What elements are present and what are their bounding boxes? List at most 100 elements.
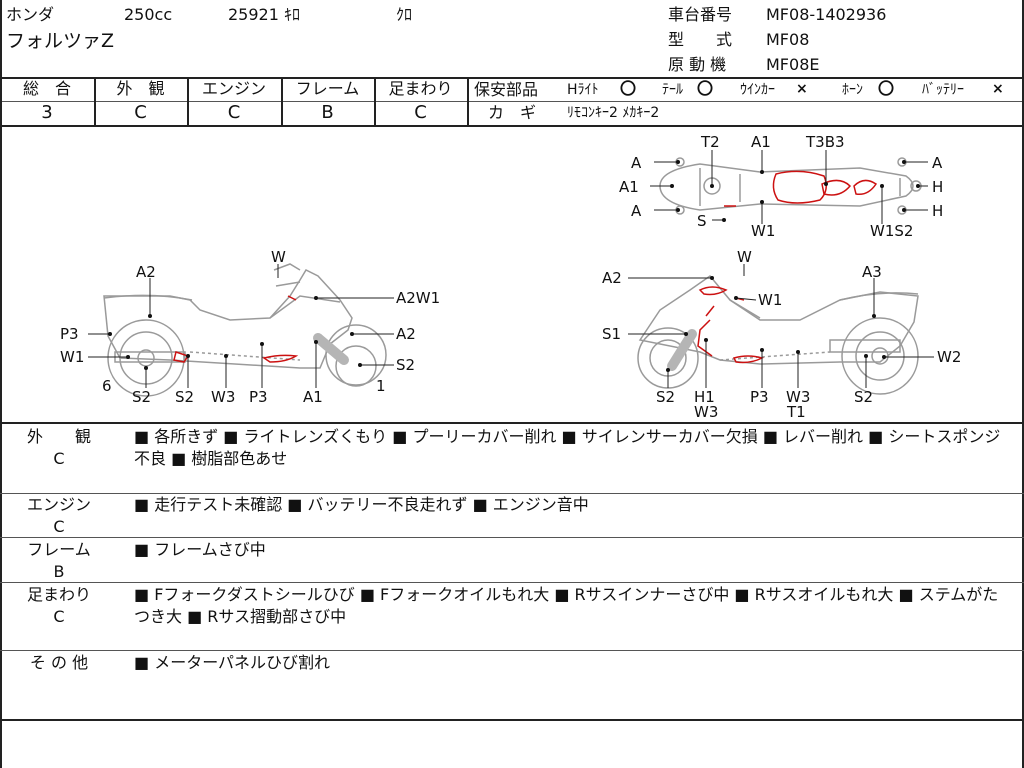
section-grade-suspension: C: [53, 607, 65, 626]
section-label-exterior: 外 観: [26, 427, 91, 446]
diagram-label: S2: [656, 388, 675, 406]
grade-header-exterior: 外 観: [116, 79, 165, 98]
grade-header-overall: 総 合: [22, 79, 71, 98]
section-grade-exterior: C: [53, 449, 65, 468]
diagram-label: A1: [303, 388, 323, 406]
section-grade-frame: B: [53, 562, 65, 581]
key-value: ﾘﾓｺﾝｷｰ2 ﾒｶｷｰ2: [567, 105, 660, 121]
section-text-suspension: ■ Fフォークダストシールひび ■ Fフォークオイルもれ大 ■ Rサスインナーさ…: [134, 585, 999, 626]
diagram-label: W1S2: [870, 222, 913, 240]
section-label-suspension: 足まわり: [26, 585, 91, 604]
grade-value-overall: 3: [41, 102, 53, 123]
color: ｸﾛ: [396, 5, 413, 24]
leader-dots: [108, 160, 920, 372]
diagram-label: S2: [175, 388, 194, 406]
damage-marks-right: [697, 286, 765, 364]
diagram-label: H: [932, 202, 943, 220]
diagram-label: W1: [60, 348, 84, 366]
divider: [467, 77, 469, 125]
divider: [0, 0, 2, 768]
safety-item-horn: ﾎｰﾝ: [842, 82, 863, 98]
diagram-label: T2: [700, 133, 720, 151]
diagram-label: T3B3: [805, 133, 845, 151]
divider: [0, 719, 1024, 721]
divider: [281, 77, 283, 125]
section-text-engine: ■ 走行テスト未確認 ■ バッテリー不良走れず ■ エンジン音中: [134, 495, 589, 514]
safety-mark-tail: 〇: [697, 79, 714, 98]
diagram-label: S1: [602, 325, 621, 343]
diagram-label: W: [737, 248, 752, 266]
diagram-label: W3: [211, 388, 235, 406]
safety-title: 保安部品: [474, 80, 539, 99]
section-label-other: そ の 他: [29, 653, 89, 672]
diagram-label: A: [631, 202, 642, 220]
maker: ホンダ: [6, 5, 55, 24]
divider: [0, 125, 1024, 127]
diagram-label: W3: [694, 403, 718, 421]
scooter-left-view: [103, 263, 387, 397]
diagram-label: A2: [396, 325, 416, 343]
model-name: フォルツァZ: [6, 30, 115, 52]
displacement: 250cc: [124, 5, 173, 24]
section-grade-engine: C: [53, 517, 65, 536]
type-label: 型 式: [668, 30, 733, 49]
diagram-label: S: [697, 212, 707, 230]
diagram-label: A: [631, 154, 642, 172]
divider: [0, 77, 1024, 79]
diagram-label: W3: [786, 388, 810, 406]
diagram-label: A2W1: [396, 289, 440, 307]
grade-value-suspension: C: [414, 102, 427, 123]
safety-mark-winker: ×: [796, 81, 808, 97]
diagram-label: 6: [102, 377, 112, 395]
divider: [0, 537, 1024, 538]
divider: [0, 493, 1024, 494]
grade-value-frame: B: [321, 102, 334, 123]
grade-header-engine: エンジン: [201, 79, 266, 98]
engine-label: 原 動 機: [668, 55, 727, 74]
divider: [468, 101, 1024, 102]
diagram-label: P3: [750, 388, 769, 406]
safety-mark-horn: 〇: [878, 79, 895, 98]
divider: [0, 101, 468, 102]
diagram-label: A2: [602, 269, 622, 287]
scooter-right-view: [637, 274, 919, 395]
section-text-exterior: ■ 各所きず ■ ライトレンズくもり ■ プーリーカバー削れ ■ サイレンサーカ…: [134, 427, 1001, 468]
diagram-label: A1: [751, 133, 771, 151]
section-text-frame: ■ フレームさび中: [134, 540, 266, 559]
frame-number-value: MF08-1402936: [766, 5, 887, 24]
diagram-label: S2: [854, 388, 873, 406]
diagram-label: A1: [619, 178, 639, 196]
divider: [1022, 0, 1024, 768]
divider: [0, 582, 1024, 583]
section-label-engine: エンジン: [26, 495, 91, 514]
section-text-other: ■ メーターパネルひび割れ: [134, 653, 331, 672]
divider: [0, 650, 1024, 651]
engine-value: MF08E: [766, 55, 820, 74]
diagram-label: S2: [396, 356, 415, 374]
safety-mark-headlight: 〇: [620, 79, 637, 98]
divider: [187, 77, 189, 125]
diagram-label: W1: [751, 222, 775, 240]
diagram-label: H: [932, 178, 943, 196]
damage-diagram: A2 W A2W1 P3 A2 W1 S2 6 1 S2 S2 W3 P3 A1…: [60, 133, 961, 421]
diagram-label: 1: [376, 377, 386, 395]
diagram-label: T1: [786, 403, 806, 421]
diagram-label: H1: [694, 388, 715, 406]
leader-lines: [88, 150, 934, 388]
divider: [94, 77, 96, 125]
damage-marks-left: [173, 295, 299, 363]
diagram-label: P3: [249, 388, 268, 406]
safety-item-battery: ﾊﾞｯﾃﾘｰ: [922, 82, 964, 98]
safety-item-headlight: Hﾗｲﾄ: [567, 82, 599, 98]
diagram-label: W2: [937, 348, 961, 366]
diagram-label: W: [271, 248, 286, 266]
diagram-label: A2: [136, 263, 156, 281]
diagram-label: S2: [132, 388, 151, 406]
grade-value-exterior: C: [134, 102, 147, 123]
grade-header-frame: フレーム: [295, 79, 360, 98]
diagram-label: P3: [60, 325, 79, 343]
grade-header-suspension: 足まわり: [388, 79, 453, 98]
divider: [0, 422, 1024, 424]
damage-marks-top: [724, 170, 878, 207]
safety-item-winker: ｳｲﾝｶｰ: [740, 82, 775, 98]
